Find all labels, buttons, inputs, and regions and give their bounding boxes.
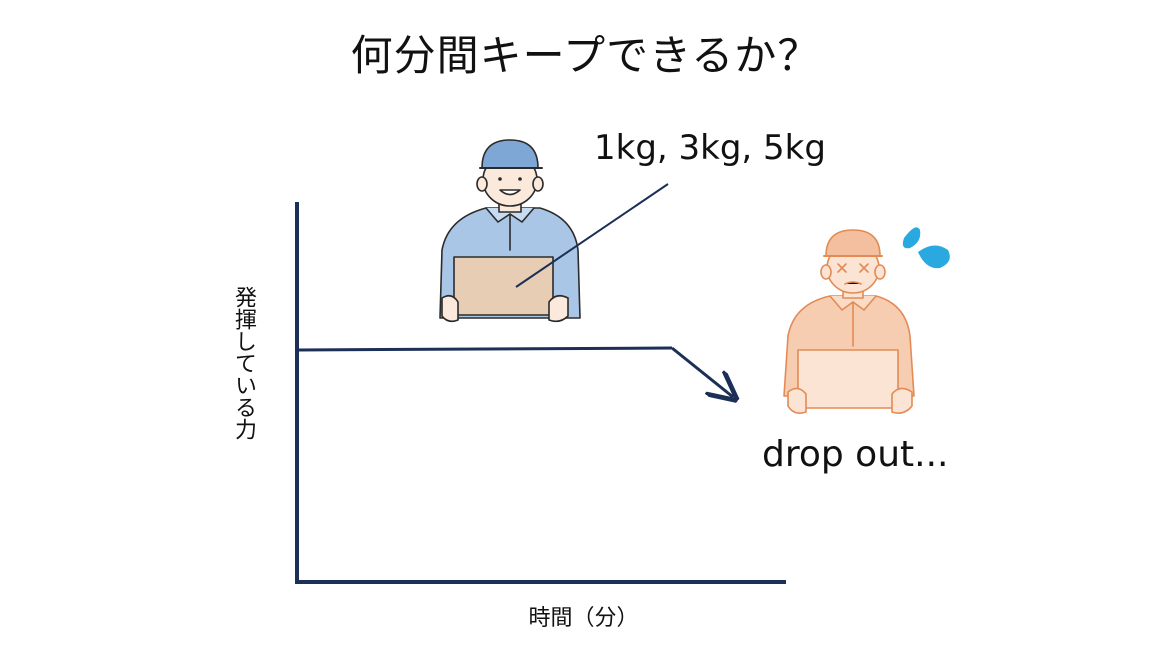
drop-out-arrow: [671, 346, 733, 397]
force-plateau-line: [297, 346, 673, 352]
x-axis-label: 時間（分）: [528, 606, 639, 631]
x-axis-label-wrap: 時間（分）: [0, 600, 1171, 632]
weights-callout-line: [515, 183, 669, 288]
diagram-title: 何分間キープできるか？: [350, 31, 821, 80]
tired-worker-icon: [783, 229, 915, 414]
weights-label: 1kg, 3kg, 5kg: [594, 128, 826, 168]
worker-holding-box-icon: [439, 139, 581, 323]
sweat-drops-icon: [902, 227, 950, 269]
dropout-label: drop out...: [762, 434, 949, 475]
y-axis-label: 発揮している力: [231, 286, 256, 440]
